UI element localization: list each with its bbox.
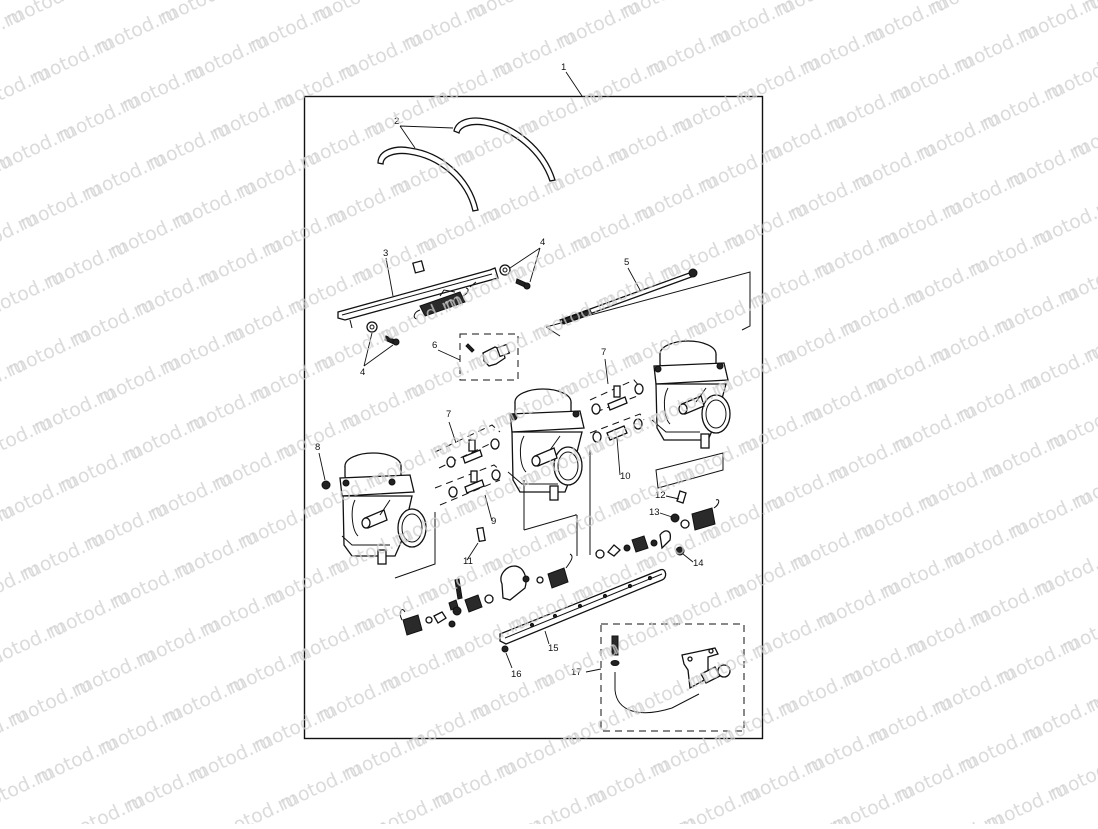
part-7-t-joint-right[interactable] — [589, 358, 644, 415]
part-16-screw[interactable] — [501, 645, 513, 669]
carburettor-right[interactable] — [651, 340, 731, 449]
carb-middle-support-line — [523, 480, 577, 531]
part-7-t-joint-left[interactable] — [434, 421, 501, 469]
callout-10: 10 — [620, 471, 631, 482]
callout-5: 5 — [624, 257, 629, 268]
part-15-throttle-rail[interactable] — [499, 568, 667, 645]
part-17-throttle-sensor-kit[interactable] — [585, 623, 745, 732]
part-11-pin[interactable] — [466, 526, 486, 561]
callout-11: 11 — [463, 556, 473, 567]
part-5-throttle-shaft[interactable] — [545, 267, 751, 337]
callout-14: 14 — [693, 558, 704, 569]
callout-9: 9 — [491, 516, 496, 527]
callout-2: 2 — [394, 116, 399, 127]
part-8-nut[interactable] — [318, 452, 331, 490]
callout-15: 15 — [548, 643, 559, 654]
callout-4-lower: 4 — [360, 367, 365, 378]
part-4-nut-screw-lower[interactable] — [363, 321, 400, 367]
part-10-straight-joint[interactable] — [589, 413, 645, 476]
part-13-bushing[interactable] — [659, 512, 680, 523]
leader-1 — [565, 71, 583, 97]
linkage-springs-left[interactable] — [399, 578, 494, 636]
carb-right-support-line — [655, 452, 724, 489]
linkage-springs-right[interactable] — [589, 450, 720, 559]
assembly-frame — [303, 95, 764, 740]
callout-17: 17 — [571, 667, 582, 678]
callout-16: 16 — [511, 669, 522, 680]
callout-8: 8 — [315, 442, 320, 453]
callout-12: 12 — [655, 490, 666, 501]
callout-4-upper: 4 — [540, 237, 545, 248]
callout-7-right: 7 — [601, 347, 606, 358]
part-12-pin[interactable] — [665, 490, 687, 504]
part-9-t-joint-lower[interactable] — [434, 464, 501, 522]
carburettor-left[interactable] — [339, 452, 427, 565]
carb-left-support-line — [394, 512, 436, 579]
part-6-bracket-kit[interactable] — [437, 333, 519, 381]
callout-13: 13 — [649, 507, 660, 518]
part-3-linkage-plate[interactable] — [337, 257, 499, 329]
part-3-return-spring[interactable] — [413, 287, 469, 320]
callout-3: 3 — [383, 248, 388, 259]
part-4-nut-screw-upper[interactable] — [499, 247, 541, 290]
callout-labels: 1 2 3 4 4 5 6 7 7 8 9 10 11 12 13 14 15 … — [315, 62, 704, 680]
callout-6: 6 — [432, 340, 437, 351]
callout-7-left: 7 — [446, 409, 451, 420]
throttle-cam[interactable] — [500, 515, 578, 601]
part-14-bushing[interactable] — [675, 546, 694, 563]
callout-1: 1 — [561, 62, 566, 73]
carburettor-middle[interactable] — [507, 388, 585, 501]
part-2-hoses[interactable] — [377, 117, 556, 212]
